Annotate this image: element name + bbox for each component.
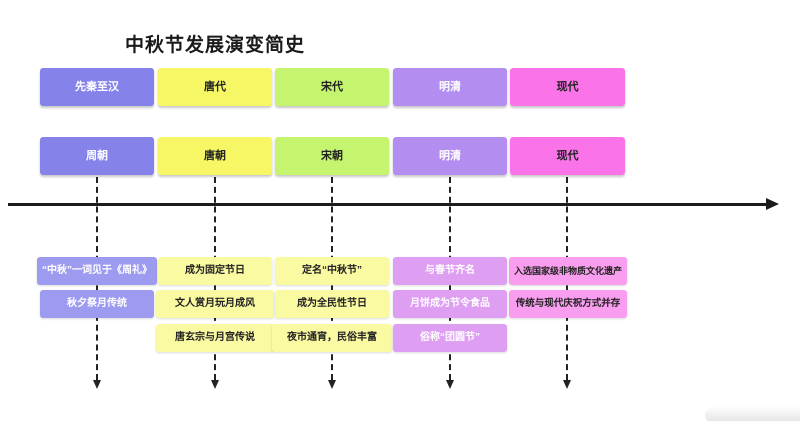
era-box-bottom-4: 明清 xyxy=(393,137,507,175)
detail-box: 俗称“团圆节” xyxy=(393,324,507,352)
era-box-top-2: 唐代 xyxy=(158,68,272,106)
detail-box: 秋夕祭月传统 xyxy=(40,290,154,318)
arrow-down-icon xyxy=(563,380,571,389)
era-box-top-3: 宋代 xyxy=(275,68,389,106)
detail-box: 成为固定节日 xyxy=(158,257,272,285)
arrow-down-icon xyxy=(328,380,336,389)
corner-artifact xyxy=(705,407,800,421)
detail-box: 与春节齐名 xyxy=(393,257,507,285)
era-box-top-4: 明清 xyxy=(393,68,507,106)
era-box-bottom-3: 宋朝 xyxy=(275,137,389,175)
page-title: 中秋节发展演变简史 xyxy=(125,35,306,56)
detail-box: 唐玄宗与月宫传说 xyxy=(156,324,274,352)
detail-box: “中秋”一词见于《周礼》 xyxy=(37,257,157,285)
detail-box: 定名“中秋节” xyxy=(275,257,389,285)
arrow-down-icon xyxy=(211,380,219,389)
detail-box: 入选国家级非物质文化遗产 xyxy=(509,257,627,285)
timeline-axis xyxy=(8,203,766,206)
detail-box: 传统与现代庆祝方式并存 xyxy=(509,290,627,318)
arrow-down-icon xyxy=(93,380,101,389)
era-box-bottom-1: 周朝 xyxy=(40,137,154,175)
detail-box: 文人赏月玩月成风 xyxy=(156,290,274,318)
detail-box: 月饼成为节令食品 xyxy=(393,290,507,318)
era-box-top-1: 先秦至汉 xyxy=(40,68,154,106)
detail-box: 成为全民性节日 xyxy=(275,290,389,318)
detail-box: 夜市通宵，民俗丰富 xyxy=(272,324,392,352)
era-box-bottom-2: 唐朝 xyxy=(158,137,272,175)
arrow-down-icon xyxy=(446,380,454,389)
era-box-bottom-5: 现代 xyxy=(510,137,625,175)
arrow-right-icon xyxy=(766,198,779,210)
era-box-top-5: 现代 xyxy=(510,68,625,106)
